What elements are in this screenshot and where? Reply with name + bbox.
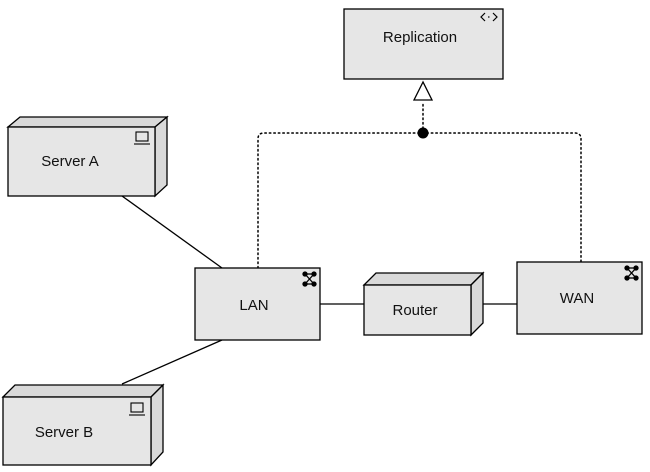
dotted-connector: [257, 132, 582, 269]
router-front-face: [363, 284, 472, 336]
router-label: Router: [392, 302, 437, 319]
wan-node[interactable]: WAN: [516, 261, 643, 335]
network-icon: [624, 265, 639, 281]
lan-box: [194, 267, 321, 341]
wan-label: WAN: [560, 290, 594, 307]
router-node[interactable]: Router: [362, 271, 485, 337]
server-a-side-face: [154, 115, 168, 198]
server-b-side-face: [150, 383, 164, 467]
router-top-face: [362, 272, 485, 286]
replication-node[interactable]: Replication: [343, 8, 504, 80]
lan-label: LAN: [239, 297, 268, 314]
realization-arrowhead: [412, 80, 434, 101]
lan-node[interactable]: LAN: [194, 267, 321, 341]
server-b-top-face: [1, 384, 165, 398]
connection-server-a-lan: [121, 195, 223, 269]
interface-brackets-icon: [480, 12, 498, 22]
server-b-node[interactable]: Server B: [1, 383, 165, 467]
replication-label: Replication: [383, 29, 457, 46]
server-b-label: Server B: [35, 424, 93, 441]
network-icon: [302, 271, 317, 287]
replication-box: [343, 8, 504, 80]
server-a-label: Server A: [41, 153, 99, 170]
server-a-front-face: [7, 126, 156, 197]
server-a-node[interactable]: Server A: [6, 115, 169, 198]
server-b-front-face: [2, 396, 152, 466]
server-a-top-face: [6, 116, 169, 128]
junction-dot: [417, 127, 429, 139]
wan-box: [516, 261, 643, 335]
router-side-face: [470, 271, 484, 337]
computer-icon: [134, 131, 150, 145]
connection-server-b-lan: [121, 339, 223, 385]
computer-icon: [129, 402, 145, 416]
